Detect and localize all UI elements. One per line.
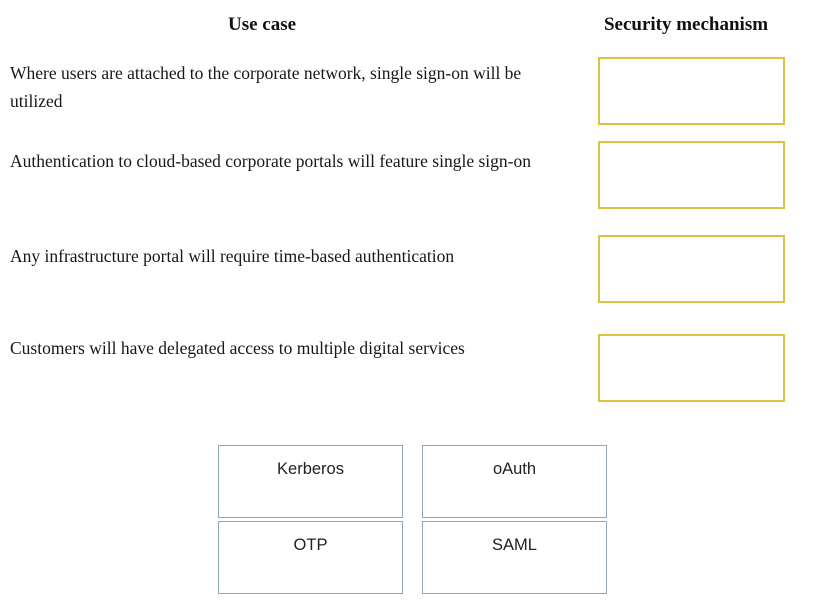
- answer-option-label: OTP: [293, 536, 328, 554]
- answer-option-saml[interactable]: SAML: [422, 521, 607, 594]
- drop-target-3[interactable]: [598, 235, 785, 303]
- use-case-text-4: Customers will have delegated access to …: [10, 338, 465, 358]
- drop-target-4[interactable]: [598, 334, 785, 402]
- use-case-text-1: Where users are attached to the corporat…: [10, 63, 522, 111]
- column-header-security-mechanism: Security mechanism: [603, 14, 769, 35]
- answer-option-label: Kerberos: [277, 460, 344, 478]
- answer-option-kerberos[interactable]: Kerberos: [218, 445, 403, 518]
- drop-target-2[interactable]: [598, 141, 785, 209]
- drop-target-1[interactable]: [598, 57, 785, 125]
- answer-option-oauth[interactable]: oAuth: [422, 445, 607, 518]
- use-case-text-3: Any infrastructure portal will require t…: [10, 246, 455, 266]
- column-header-use-case: Use case: [227, 14, 297, 35]
- answer-option-label: oAuth: [492, 460, 537, 478]
- answer-option-label: SAML: [492, 536, 537, 554]
- answer-option-otp[interactable]: OTP: [218, 521, 403, 594]
- use-case-text-2: Authentication to cloud-based corporate …: [10, 151, 531, 171]
